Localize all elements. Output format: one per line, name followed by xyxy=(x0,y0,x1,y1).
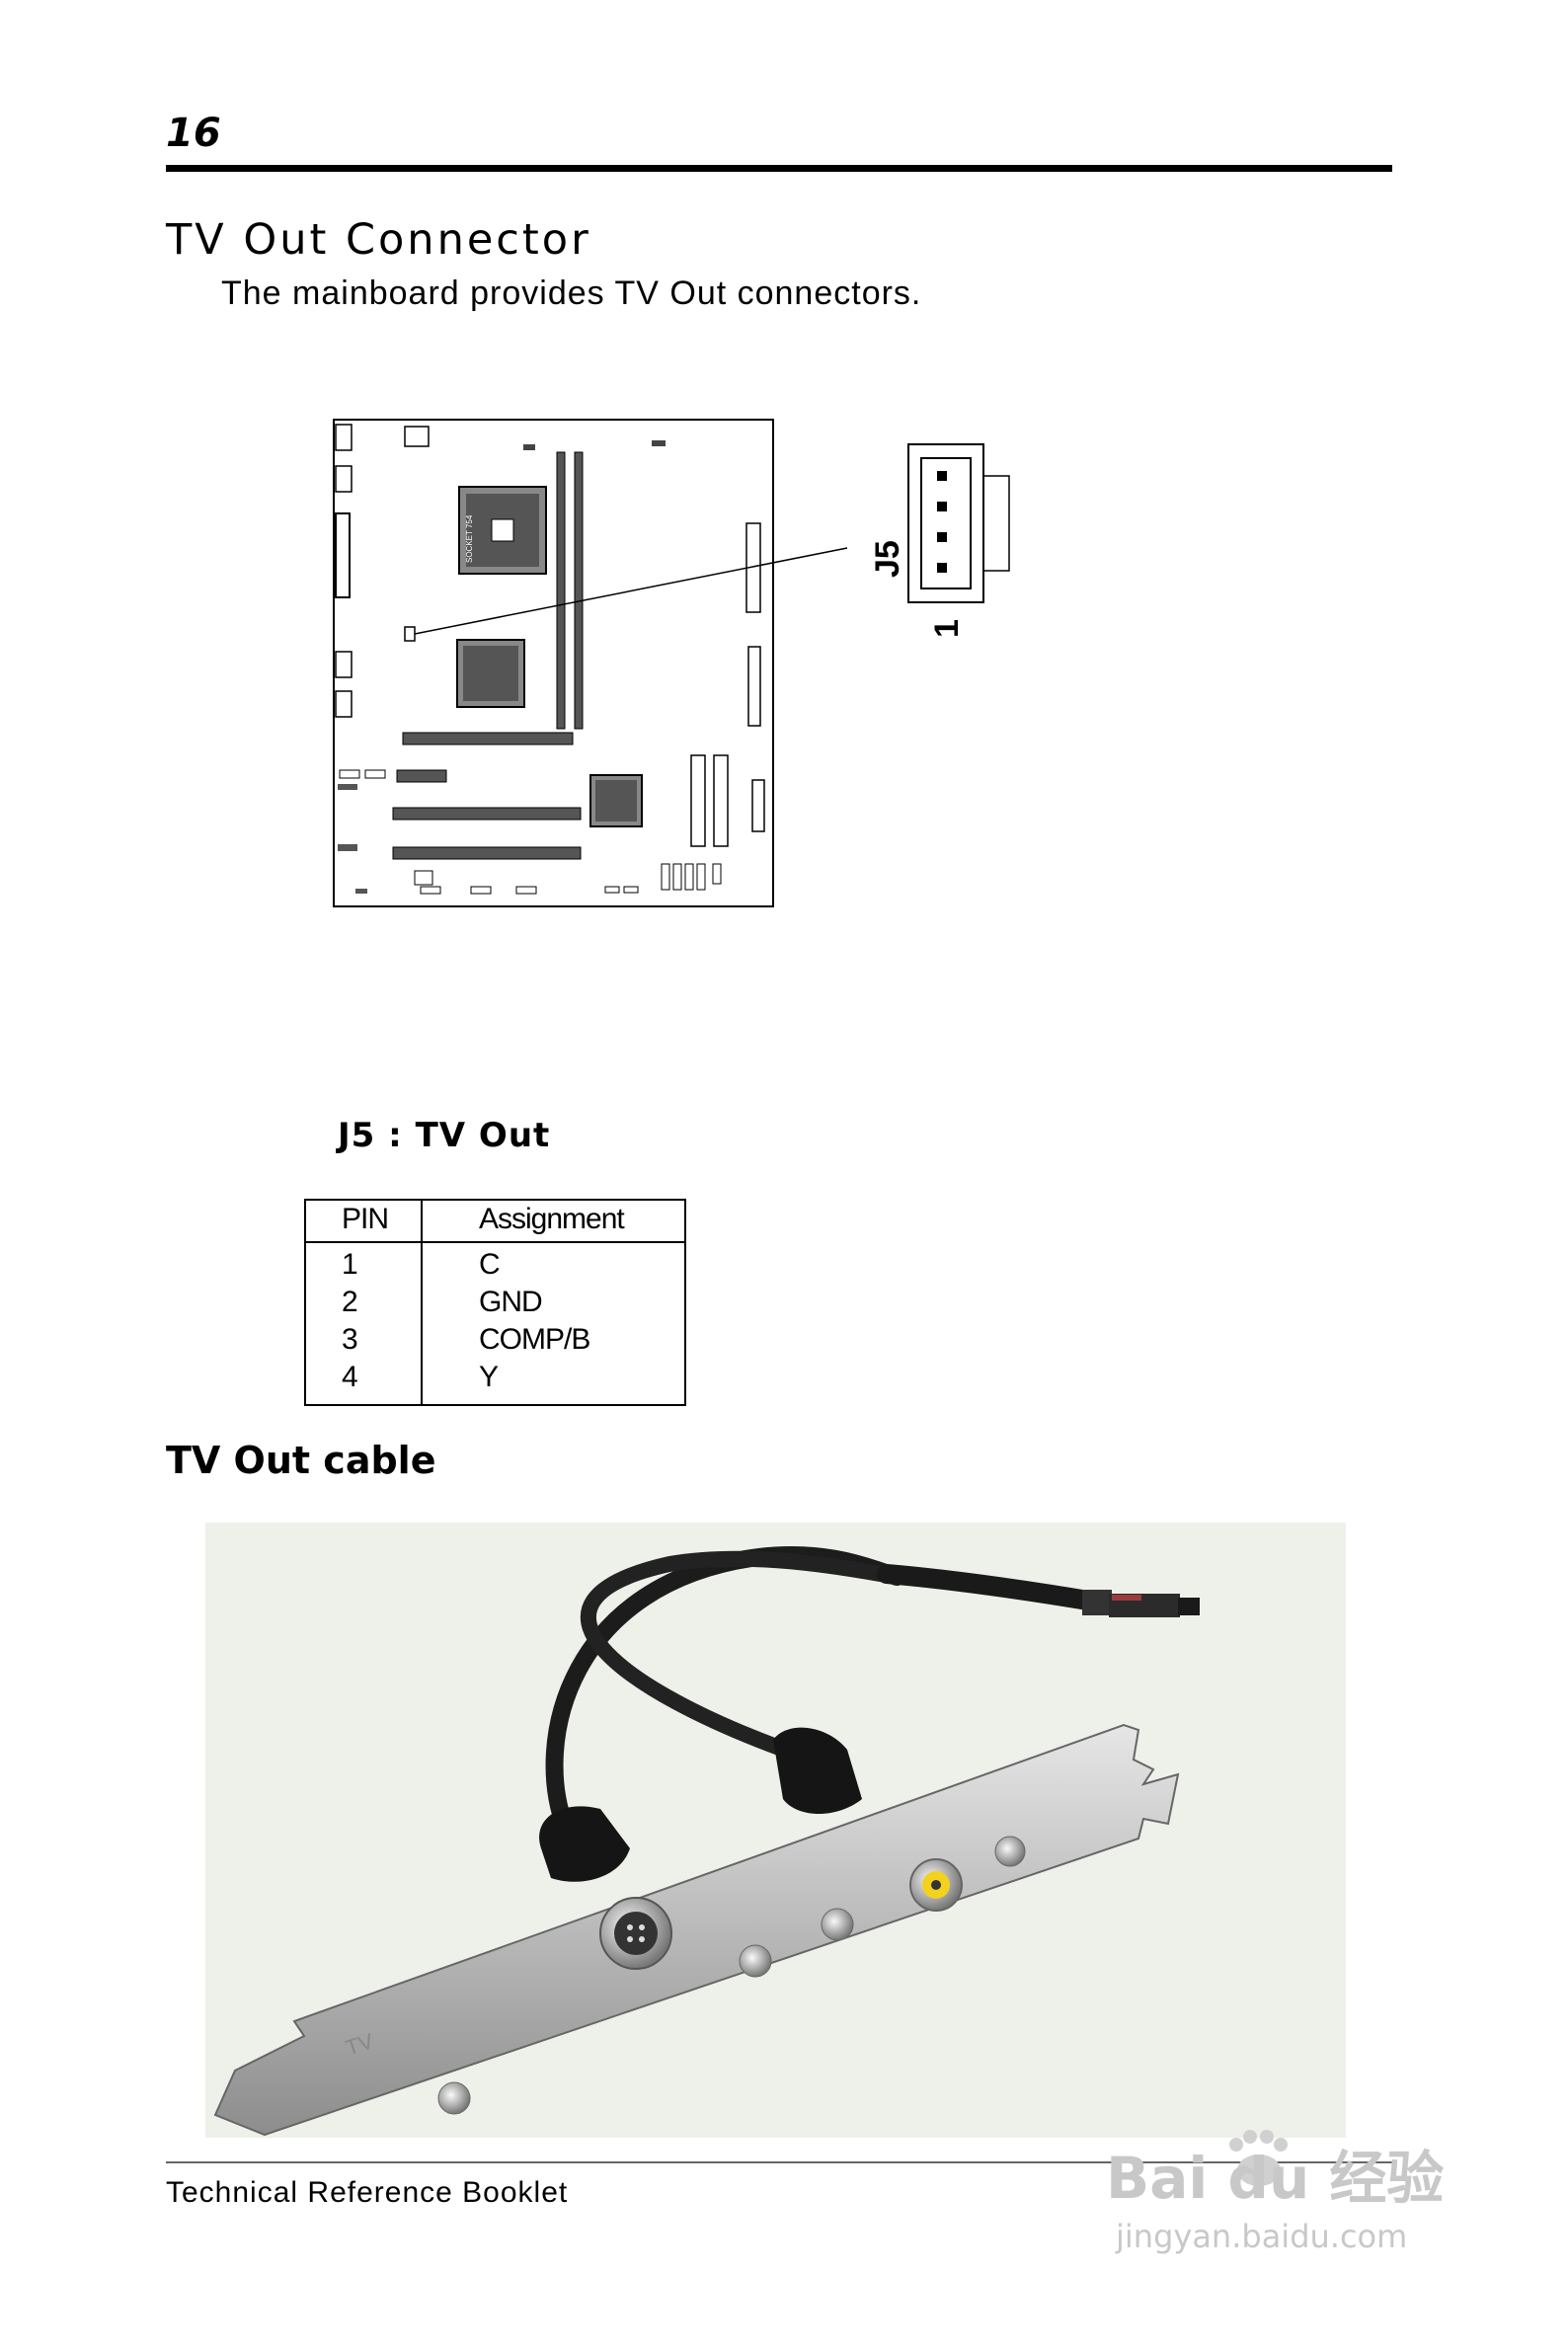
watermark-url: jingyan.baidu.com xyxy=(1115,2218,1407,2255)
connector-pin xyxy=(937,563,947,573)
table-cell-assignment: Y xyxy=(479,1361,499,1393)
table-cell-assignment: C xyxy=(479,1248,501,1281)
j5-connector xyxy=(907,443,1010,603)
footer-text: Technical Reference Booklet xyxy=(166,2176,569,2209)
table-column-divider xyxy=(421,1201,423,1404)
footer-rule xyxy=(166,2161,1392,2163)
connector-pointer-line xyxy=(414,547,848,635)
bracket-screws xyxy=(437,1836,1026,2115)
mainboard-diagram: SOCKET 754 xyxy=(333,419,1010,907)
four-pin-plug xyxy=(1082,1590,1200,1617)
cable-section-title: TV Out cable xyxy=(166,1439,436,1482)
tv-out-cable-photo: TV xyxy=(205,1523,1346,2138)
pci-bracket xyxy=(213,1723,1180,2137)
baidu-watermark: Bai du 经验 jingyan.baidu.com xyxy=(1106,2130,1444,2255)
page-number: 16 xyxy=(166,111,221,156)
s-video-boot xyxy=(539,1806,630,1882)
rca-boot xyxy=(773,1727,862,1814)
table-cell-pin: 4 xyxy=(342,1361,358,1393)
northbridge-chip xyxy=(456,639,525,708)
paw-logo-icon xyxy=(1229,2130,1288,2186)
table-cell-assignment: GND xyxy=(479,1286,543,1318)
table-caption: J5 : TV Out xyxy=(338,1116,551,1155)
connector-pin xyxy=(937,471,947,481)
southbridge-chip xyxy=(589,774,643,827)
column-header-pin: PIN xyxy=(342,1203,389,1235)
s-video-port xyxy=(599,1897,672,1970)
pin-one-label: 1 xyxy=(928,619,966,638)
connector-pin xyxy=(937,502,947,511)
column-header-assignment: Assignment xyxy=(479,1203,625,1235)
cpu-socket: SOCKET 754 xyxy=(458,486,547,575)
mainboard-outline xyxy=(333,419,774,907)
table-cell-pin: 1 xyxy=(342,1248,358,1281)
connector-pin xyxy=(937,532,947,542)
rca-port xyxy=(909,1858,963,1912)
intro-text: The mainboard provides TV Out connectors… xyxy=(221,274,922,312)
pin-assignment-table: PIN Assignment 1 C 2 GND 3 COMP/B 4 Y xyxy=(304,1199,686,1406)
connector-label: J5 xyxy=(869,540,906,578)
cable-wires xyxy=(545,1545,1104,1838)
table-cell-assignment: COMP/B xyxy=(479,1323,590,1356)
header-rule xyxy=(166,165,1392,172)
section-title: TV Out Connector xyxy=(166,215,591,265)
table-cell-pin: 3 xyxy=(342,1323,358,1356)
socket-label: SOCKET 754 xyxy=(465,514,474,563)
table-cell-pin: 2 xyxy=(342,1286,358,1318)
table-header-rule xyxy=(306,1241,684,1243)
watermark-brand: Bai du 经验 xyxy=(1106,2145,1444,2212)
